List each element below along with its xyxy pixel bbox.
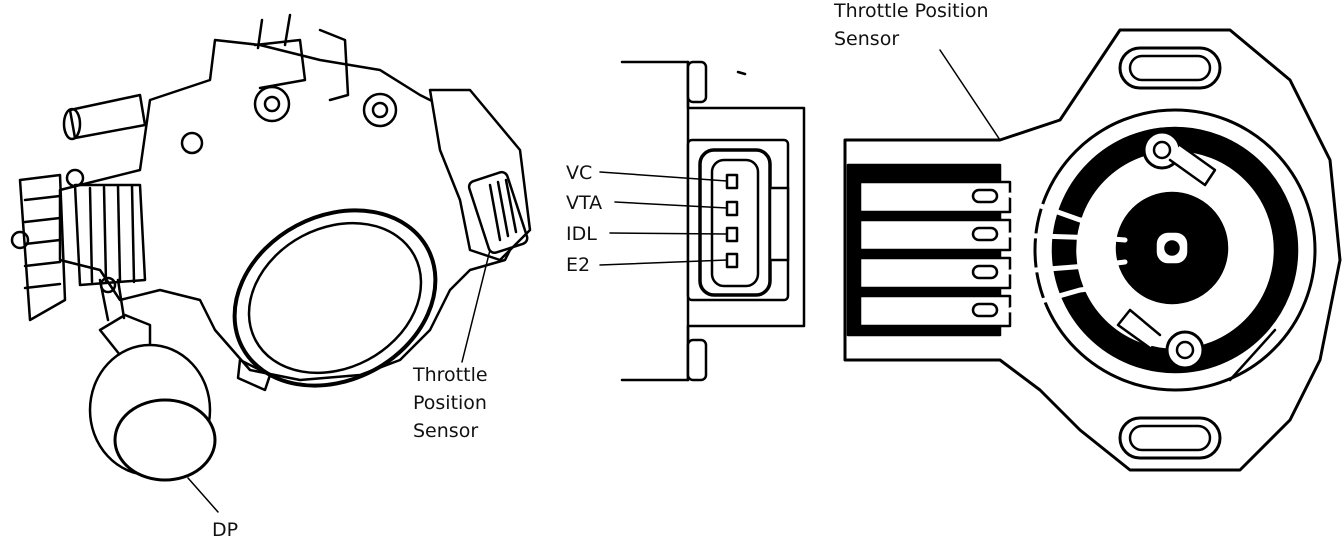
tps-leader-line-right [939, 49, 1001, 141]
pin-label-e2: E2 [566, 254, 590, 276]
pin-label-vc: VC [566, 162, 592, 184]
right-tps-label-line2: Sensor [834, 28, 899, 50]
tps-leader-line-left [461, 249, 491, 363]
dp-label: DP [212, 519, 238, 540]
pin-label-vta: VTA [566, 192, 602, 214]
tps-internal-illustration [843, 28, 1342, 472]
dp-leader-line [187, 477, 219, 513]
tps-connector-illustration [620, 60, 806, 382]
vc-leader-line [599, 171, 728, 182]
e2-leader-line [599, 259, 728, 266]
idl-leader-line [609, 232, 728, 235]
right-tps-label-line1: Throttle Position [833, 0, 989, 22]
tps-label-line3: Sensor [413, 420, 478, 442]
pin-label-idl: IDL [566, 223, 597, 245]
tps-label-line2: Position [413, 392, 487, 414]
tps-label-line1: Throttle [412, 364, 488, 386]
throttle-body-illustration [10, 13, 532, 482]
vta-leader-line [614, 201, 728, 209]
